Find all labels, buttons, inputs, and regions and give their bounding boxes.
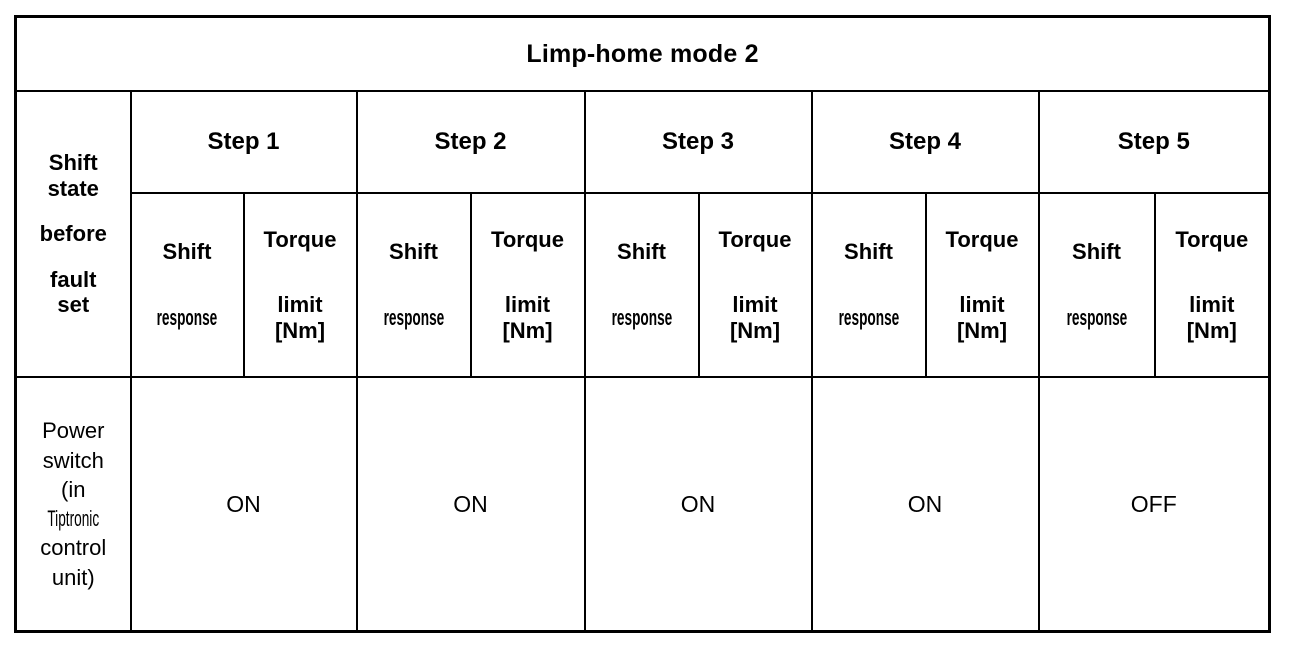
- sub-header-mid-7: response: [838, 305, 899, 330]
- step-group-header-4: Step 4: [810, 90, 1040, 194]
- sub-header-spacer-3: [358, 265, 470, 305]
- stub-line-before: before: [39, 221, 107, 247]
- row-label-line-4: Tiptronic: [47, 506, 100, 531]
- row-label-line-2: switch: [42, 447, 104, 473]
- row-label-line-3: (in: [61, 476, 86, 502]
- sub-header-torque-limit-5: Torque limit [Nm]: [1153, 192, 1271, 378]
- cell-power-switch-step-2: ON: [355, 376, 586, 633]
- sub-header-top-5: Shift: [617, 239, 666, 265]
- sub-header-mid-8: limit: [959, 292, 1005, 318]
- sub-header-spacer-4: [472, 252, 584, 292]
- sub-header-torque-limit-4: Torque limit [Nm]: [924, 192, 1040, 378]
- sub-header-mid-9: response: [1066, 305, 1127, 330]
- cell-power-switch-step-1: ON: [129, 376, 358, 633]
- sub-header-row: Shift response Torque limit [Nm] Shift r…: [16, 192, 1271, 378]
- sub-header-spacer-8: [927, 252, 1038, 292]
- sub-header-spacer-2: [245, 252, 356, 292]
- step-group-header-5: Step 5: [1037, 90, 1271, 194]
- step-group-header-3: Step 3: [583, 90, 813, 194]
- sub-header-bot-8: [Nm]: [956, 317, 1008, 343]
- step-group-header-row: Shift state before fault set Step 1 Step…: [14, 90, 1271, 378]
- sub-header-torque-limit-3: Torque limit [Nm]: [697, 192, 813, 378]
- sub-header-top-6: Torque: [718, 226, 792, 252]
- stub-spacer-1: [17, 201, 130, 221]
- step-group-header-1: Step 1: [129, 90, 358, 194]
- sub-header-mid-10: limit: [1189, 292, 1235, 318]
- row-label-line-5: control: [40, 535, 107, 561]
- sub-header-mid-2: limit: [277, 292, 323, 318]
- stub-line-fault: fault: [50, 266, 97, 292]
- shift-state-stub-cell: Shift state before fault set: [14, 90, 132, 378]
- sub-header-bot-2: [Nm]: [274, 317, 326, 343]
- limp-home-mode-table: Limp-home mode 2 Shift state before faul…: [14, 15, 1272, 633]
- sub-header-shift-response-2: Shift response: [355, 192, 472, 378]
- limp-home-mode-table-container: Limp-home mode 2 Shift state before faul…: [14, 15, 1272, 633]
- sub-header-top-1: Shift: [162, 239, 212, 265]
- sub-header-bot-10: [Nm]: [1186, 317, 1237, 343]
- sub-header-spacer-9: [1040, 265, 1154, 305]
- sub-header-top-3: Shift: [389, 239, 438, 265]
- sub-header-spacer-5: [586, 265, 698, 305]
- sub-header-mid-1: response: [156, 305, 218, 330]
- sub-header-shift-response-4: Shift response: [810, 192, 927, 378]
- cell-power-switch-step-3: ON: [583, 376, 813, 633]
- sub-header-mid-6: limit: [732, 292, 778, 318]
- row-label-power-switch: Power switch (in Tiptronic control unit): [14, 376, 132, 633]
- sub-header-top-7: Shift: [844, 239, 893, 265]
- sub-header-top-10: Torque: [1175, 226, 1249, 252]
- step-group-header-2: Step 2: [355, 90, 586, 194]
- stub-spacer-2: [17, 247, 130, 267]
- cell-power-switch-step-4: ON: [810, 376, 1040, 633]
- sub-header-top-2: Torque: [263, 226, 337, 252]
- sub-header-mid-3: response: [383, 305, 444, 330]
- sub-header-spacer-7: [813, 265, 925, 305]
- sub-header-torque-limit-1: Torque limit [Nm]: [242, 192, 358, 378]
- row-label-line-6: unit): [51, 564, 95, 590]
- sub-header-shift-response-5: Shift response: [1037, 192, 1156, 378]
- stub-line-state: state: [47, 175, 99, 201]
- sub-header-spacer-1: [132, 265, 243, 305]
- sub-header-shift-response-1: Shift response: [129, 192, 245, 378]
- row-label-line-1: Power: [42, 418, 105, 444]
- sub-header-top-9: Shift: [1072, 239, 1121, 265]
- sub-header-mid-4: limit: [504, 292, 551, 318]
- stub-line-set: set: [57, 292, 90, 318]
- sub-header-top-4: Torque: [491, 226, 564, 252]
- table-row: Power switch (in Tiptronic control unit)…: [14, 376, 1271, 633]
- table-title: Limp-home mode 2: [14, 15, 1271, 92]
- sub-header-bot-4: [Nm]: [502, 317, 553, 343]
- sub-header-mid-5: response: [611, 305, 672, 330]
- sub-header-spacer-10: [1156, 252, 1269, 292]
- cell-power-switch-step-5: OFF: [1037, 376, 1271, 633]
- sub-header-top-8: Torque: [945, 226, 1019, 252]
- sub-header-shift-response-3: Shift response: [583, 192, 700, 378]
- sub-header-bot-6: [Nm]: [729, 317, 781, 343]
- sub-header-torque-limit-2: Torque limit [Nm]: [469, 192, 586, 378]
- table-title-row: Limp-home mode 2: [14, 15, 1271, 92]
- sub-header-spacer-6: [700, 252, 811, 292]
- stub-line-shift: Shift: [48, 150, 98, 176]
